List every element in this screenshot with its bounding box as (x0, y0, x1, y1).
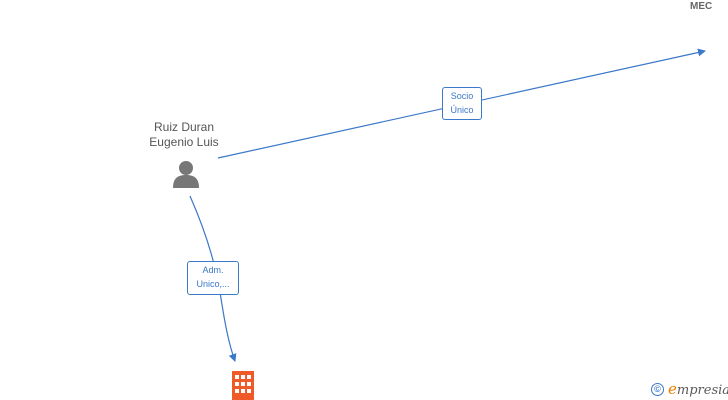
person-icon[interactable] (173, 161, 199, 188)
brand-initial: e (668, 380, 677, 398)
brand-name: empresia (668, 380, 728, 398)
edge-label-line2: Unico,... (196, 279, 230, 289)
edge-label-socio-unico: Socio Único (442, 87, 482, 120)
building-icon[interactable] (232, 371, 254, 400)
edge-label-line2: Único (450, 105, 474, 115)
copyright-icon: © (651, 382, 664, 396)
edge-label-line1: Adm. (202, 265, 224, 275)
edge-label-adm-unico: Adm. Unico,... (187, 261, 239, 295)
empresia-watermark: © empresia (651, 380, 728, 398)
edge-label-line1: Socio (450, 91, 474, 101)
company-name-top-right[interactable]: MEC (690, 1, 713, 12)
person-name[interactable]: Ruiz Duran Eugenio Luis (129, 120, 239, 150)
brand-rest: mpresia (676, 383, 728, 398)
person-name-line1: Ruiz Duran (153, 120, 215, 134)
person-name-line2: Eugenio Luis (149, 135, 219, 149)
